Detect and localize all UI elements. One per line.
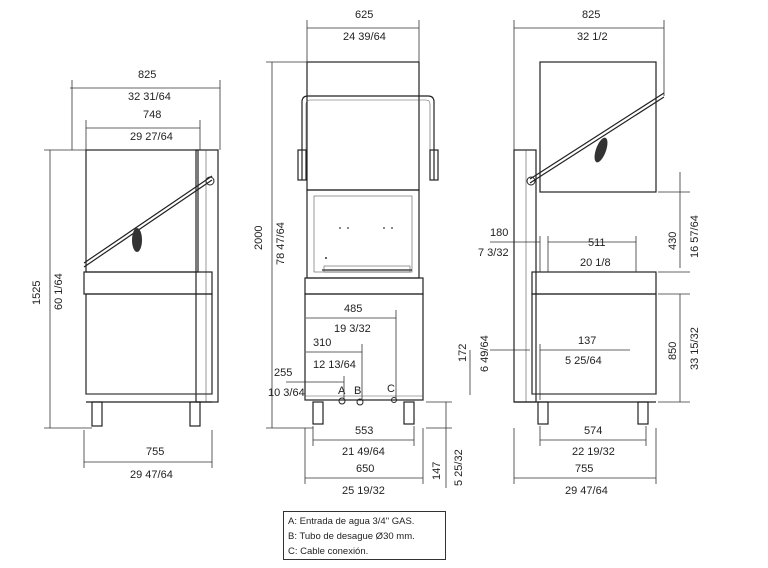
legend-item-b: B: Tubo de desague Ø30 mm. [288, 531, 415, 542]
front-height-in: 78 47/64 [275, 222, 287, 265]
front-147-mm: 147 [431, 462, 443, 480]
legend-item-a: A: Entrada de agua 3/4" GAS. [288, 516, 415, 527]
right-137-mm: 137 [578, 335, 596, 347]
front-255-in: 10 3/64 [268, 387, 305, 399]
right-180-mm: 180 [490, 227, 508, 239]
front-485-in: 19 3/32 [334, 323, 371, 335]
left-base-in: 29 47/64 [130, 469, 173, 481]
right-137-in: 5 25/64 [565, 355, 602, 367]
legend-item-c: C: Cable conexión. [288, 546, 369, 557]
front-147-in: 5 25/32 [453, 449, 465, 486]
left-width-outer-in: 32 31/64 [128, 91, 171, 103]
right-755-in: 29 47/64 [565, 485, 608, 497]
left-width-inner-in: 29 27/64 [130, 131, 173, 143]
left-height-mm: 1525 [31, 281, 43, 305]
front-255-mm: 255 [274, 367, 292, 379]
right-top-mm: 825 [582, 9, 600, 21]
conn-b-label: B [354, 385, 361, 397]
right-430-in: 16 57/64 [689, 215, 701, 258]
right-511-mm: 511 [588, 237, 606, 249]
right-172-mm: 172 [457, 344, 469, 362]
front-view: A B C 625 24 39/64 2000 78 47/64 485 19 … [253, 9, 465, 497]
right-574-in: 22 19/32 [572, 446, 615, 458]
left-width-inner-mm: 748 [143, 109, 161, 121]
right-511-in: 20 1/8 [580, 257, 611, 269]
front-553-mm: 553 [355, 425, 373, 437]
right-755-mm: 755 [575, 463, 593, 475]
right-180-in: 7 3/32 [478, 247, 509, 259]
front-310-mm: 310 [313, 337, 331, 349]
front-310-in: 12 13/64 [313, 359, 356, 371]
right-view: 825 32 1/2 430 16 57/64 180 7 3/32 511 2… [457, 9, 701, 497]
conn-c-label: C [387, 383, 395, 395]
right-430-mm: 430 [667, 232, 679, 250]
front-650-in: 25 19/32 [342, 485, 385, 497]
right-850-in: 33 15/32 [689, 327, 701, 370]
conn-a-label: A [338, 385, 346, 397]
front-height-mm: 2000 [253, 226, 265, 250]
right-top-in: 32 1/2 [577, 31, 608, 43]
left-base-mm: 755 [146, 446, 164, 458]
front-553-in: 21 49/64 [342, 446, 385, 458]
front-485-mm: 485 [344, 303, 362, 315]
front-top-mm: 625 [355, 9, 373, 21]
connections-legend: A: Entrada de agua 3/4" GAS. B: Tubo de … [283, 511, 446, 560]
left-height-in: 60 1/64 [53, 273, 65, 310]
left-width-outer-mm: 825 [138, 69, 156, 81]
right-574-mm: 574 [584, 425, 602, 437]
front-top-in: 24 39/64 [343, 31, 386, 43]
left-view: 825 32 31/64 748 29 27/64 1525 60 1/64 7… [31, 69, 221, 481]
right-172-in: 6 49/64 [479, 335, 491, 372]
right-850-mm: 850 [667, 342, 679, 360]
front-650-mm: 650 [356, 463, 374, 475]
